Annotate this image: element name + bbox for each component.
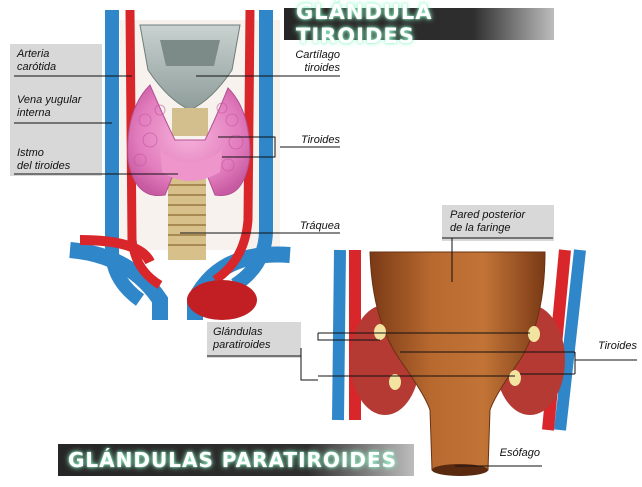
label-traquea: Tráquea [280, 220, 340, 233]
parathyroid-gland-4 [509, 370, 521, 386]
parathyroid-gland-2 [528, 326, 540, 342]
label-tiroides-bottom: Tiroides [580, 340, 637, 353]
label-tiroides-top: Tiroides [280, 134, 340, 147]
label-esofago: Esófago [480, 447, 540, 460]
parathyroid-gland-1 [374, 324, 386, 340]
title-thyroid: GLÁNDULA TIROIDES [284, 8, 554, 40]
title-parathyroid: GLÁNDULAS PARATIROIDES [58, 444, 414, 476]
